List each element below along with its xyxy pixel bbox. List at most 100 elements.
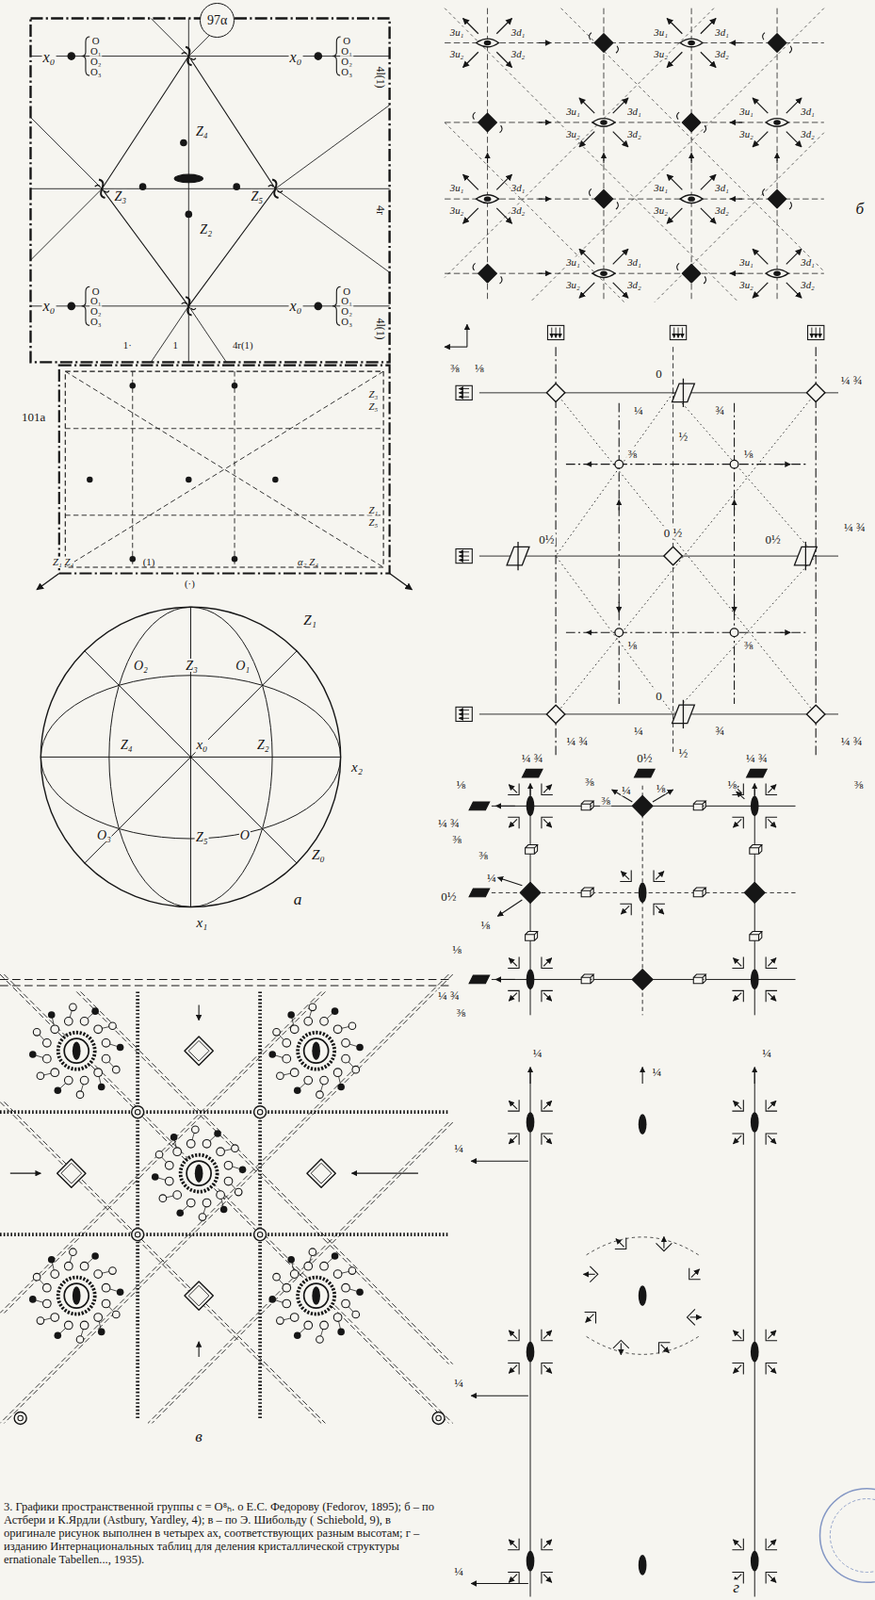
fourfold-axis xyxy=(681,263,700,282)
atom-filled xyxy=(116,1287,125,1296)
point-label: O₂ xyxy=(89,56,103,67)
corner-bracket xyxy=(731,989,744,1002)
point-dot xyxy=(129,555,136,562)
atom-open xyxy=(42,1037,51,1047)
height-fraction: ¼ ¾ xyxy=(840,372,864,386)
brace xyxy=(81,286,91,325)
corner-arrow xyxy=(543,1134,552,1144)
corner-arrow xyxy=(658,1235,670,1248)
corner-bracket xyxy=(507,783,519,795)
height-fraction: ¾ xyxy=(714,404,727,417)
corner-arrow xyxy=(732,1539,742,1548)
symmetry-corner xyxy=(541,1362,553,1375)
line xyxy=(555,346,557,755)
corner-bracket xyxy=(541,783,553,795)
point-label: O₂ xyxy=(340,56,354,67)
twofold-axis xyxy=(638,882,648,904)
line xyxy=(64,514,384,516)
height-fraction: ¼ xyxy=(453,1564,465,1577)
line xyxy=(458,559,470,561)
symmetry-corner xyxy=(507,1362,519,1375)
height-fraction: ⅜ xyxy=(599,793,612,806)
line xyxy=(733,500,735,511)
atom-open xyxy=(42,1298,51,1308)
corner-arrow xyxy=(508,1100,518,1109)
brace xyxy=(332,286,341,325)
symmetry-corner xyxy=(507,816,519,828)
atom-open xyxy=(224,1160,233,1169)
twofold-axis xyxy=(311,1285,321,1304)
screw-hook xyxy=(762,188,793,210)
atom-open xyxy=(276,1316,285,1325)
atom-open xyxy=(198,1213,207,1221)
hatched-line xyxy=(135,990,140,1420)
line xyxy=(479,391,839,393)
atom-open xyxy=(216,1147,226,1156)
site-ring xyxy=(304,1037,329,1063)
line xyxy=(530,8,825,303)
line xyxy=(729,121,743,123)
corner-arrow xyxy=(585,1313,595,1323)
atom-open xyxy=(282,1298,292,1308)
atom-open xyxy=(80,1261,89,1270)
corner-arrow xyxy=(767,818,777,827)
point-label: O₃ xyxy=(340,65,354,77)
threefold-axis xyxy=(765,269,789,278)
screw-axis-label: 3u₂ xyxy=(449,205,466,216)
atom-open xyxy=(80,1017,89,1026)
point-label: O xyxy=(341,285,352,296)
line xyxy=(566,631,806,633)
line xyxy=(3,973,453,1423)
screw-axis-label: 3u₂ xyxy=(738,279,755,291)
fourfold-axis xyxy=(61,1162,82,1183)
corner-bracket xyxy=(731,816,744,828)
atom-open xyxy=(50,1068,60,1077)
heading-circle: 97α xyxy=(199,2,235,38)
atom-open xyxy=(290,1024,299,1034)
screw-axis xyxy=(181,52,196,61)
line xyxy=(479,712,839,714)
panel-inner xyxy=(64,371,384,568)
symmetry-corner xyxy=(613,1339,630,1356)
screw-arrow xyxy=(579,248,595,264)
atom-open xyxy=(101,1053,111,1063)
atom-open xyxy=(101,1298,111,1308)
corner-bracket xyxy=(689,1267,701,1280)
symmetry-corner xyxy=(619,870,632,882)
line xyxy=(470,1160,529,1162)
atom-open xyxy=(290,1312,299,1322)
line xyxy=(470,1582,529,1584)
symmetry-corner xyxy=(765,1099,778,1111)
corner-bracket xyxy=(731,1538,744,1550)
fourfold-axis xyxy=(188,1039,210,1061)
atom-filled xyxy=(331,1006,340,1015)
height-fraction: ⅜ xyxy=(477,848,489,861)
plane-bar xyxy=(633,768,655,778)
atom-filled xyxy=(268,1050,276,1058)
fourfold-axis xyxy=(546,383,565,402)
corner-bracket xyxy=(507,1133,519,1145)
corner-arrow xyxy=(543,1573,552,1583)
line xyxy=(458,550,470,552)
point-label: O xyxy=(341,35,352,47)
height-fraction: 0½ xyxy=(439,889,457,902)
height-fraction: ¾ xyxy=(714,724,727,737)
point-dot xyxy=(129,382,136,389)
atom-open xyxy=(42,1282,51,1292)
edge-label: 1 xyxy=(172,340,179,351)
atom-open xyxy=(341,1037,351,1047)
atom-open xyxy=(113,1310,121,1318)
symmetry-corner xyxy=(541,1538,553,1550)
inversion-center xyxy=(615,628,624,637)
line xyxy=(444,122,625,303)
plane-bar xyxy=(469,974,490,984)
site-ring xyxy=(64,1037,89,1063)
height-fraction: ¼ xyxy=(486,871,498,884)
atom-open xyxy=(50,1269,60,1279)
point-dot xyxy=(313,301,323,310)
atom-open xyxy=(316,1090,325,1099)
line xyxy=(486,152,488,163)
corner-arrow xyxy=(508,1134,518,1144)
corner-arrow xyxy=(767,1364,777,1374)
point-label: O₁ xyxy=(89,46,103,57)
